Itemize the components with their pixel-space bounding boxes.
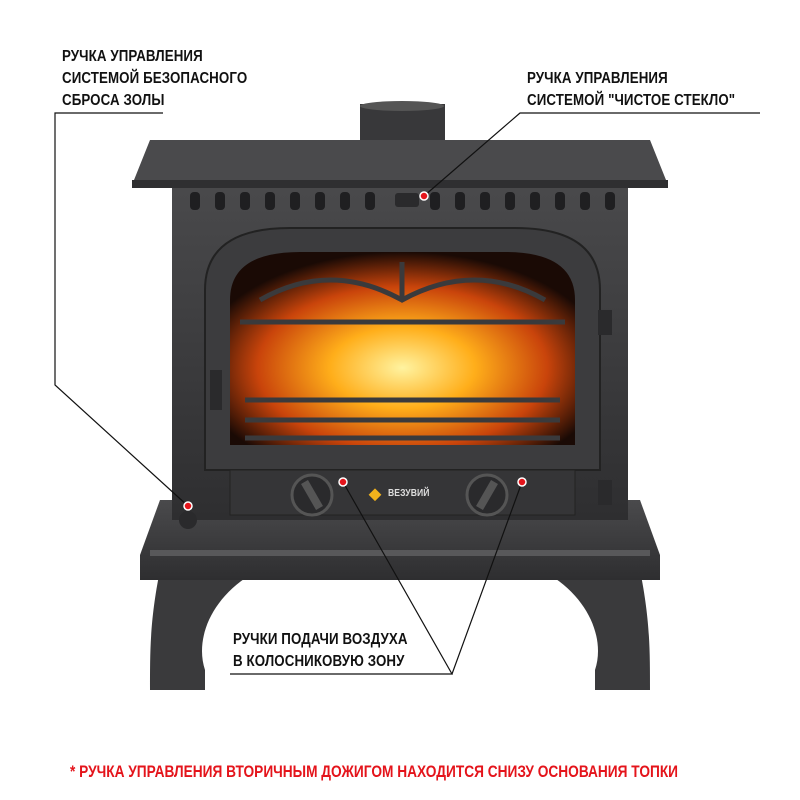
label-line: СИСТЕМОЙ БЕЗОПАСНОГО: [62, 70, 248, 87]
marker-air-right: [517, 477, 527, 487]
lower-panel: [229, 469, 576, 516]
logo-text: ВЕЗУВИЙ: [388, 488, 430, 499]
marker-ash: [183, 501, 193, 511]
door-glass: [230, 252, 575, 445]
marker-dots: [183, 191, 527, 511]
clean-glass-handle: [395, 193, 419, 207]
door-grille: [240, 262, 565, 441]
label-line: РУЧКИ ПОДАЧИ ВОЗДУХА: [233, 631, 408, 648]
footnote: * РУЧКА УПРАВЛЕНИЯ ВТОРИЧНЫМ ДОЖИГОМ НАХ…: [70, 763, 679, 781]
label-line: РУЧКА УПРАВЛЕНИЯ: [527, 70, 668, 87]
marker-air-left: [338, 477, 348, 487]
leader-lines: [54, 112, 760, 675]
ash-handle-label: РУЧКА УПРАВЛЕНИЯ СИСТЕМОЙ БЕЗОПАСНОГО СБ…: [62, 46, 247, 112]
label-line: СИСТЕМОЙ "ЧИСТОЕ СТЕКЛО": [527, 92, 736, 109]
label-line: СБРОСА ЗОЛЫ: [62, 92, 165, 109]
door-latch: [210, 370, 222, 410]
clean-glass-label: РУЧКА УПРАВЛЕНИЯ СИСТЕМОЙ "ЧИСТОЕ СТЕКЛО…: [527, 68, 735, 112]
ash-handle: [179, 511, 197, 529]
marker-clean-glass: [419, 191, 429, 201]
logo-icon: [368, 488, 382, 502]
top-plate: [132, 140, 668, 185]
air-supply-label: РУЧКИ ПОДАЧИ ВОЗДУХА В КОЛОСНИКОВУЮ ЗОНУ: [233, 629, 408, 673]
door-hinge: [598, 310, 612, 335]
vent-row: [190, 192, 615, 210]
label-line: РУЧКА УПРАВЛЕНИЯ: [62, 48, 203, 65]
right-leg: [550, 570, 650, 690]
left-leg: [150, 570, 250, 690]
label-line: В КОЛОСНИКОВУЮ ЗОНУ: [233, 653, 405, 670]
